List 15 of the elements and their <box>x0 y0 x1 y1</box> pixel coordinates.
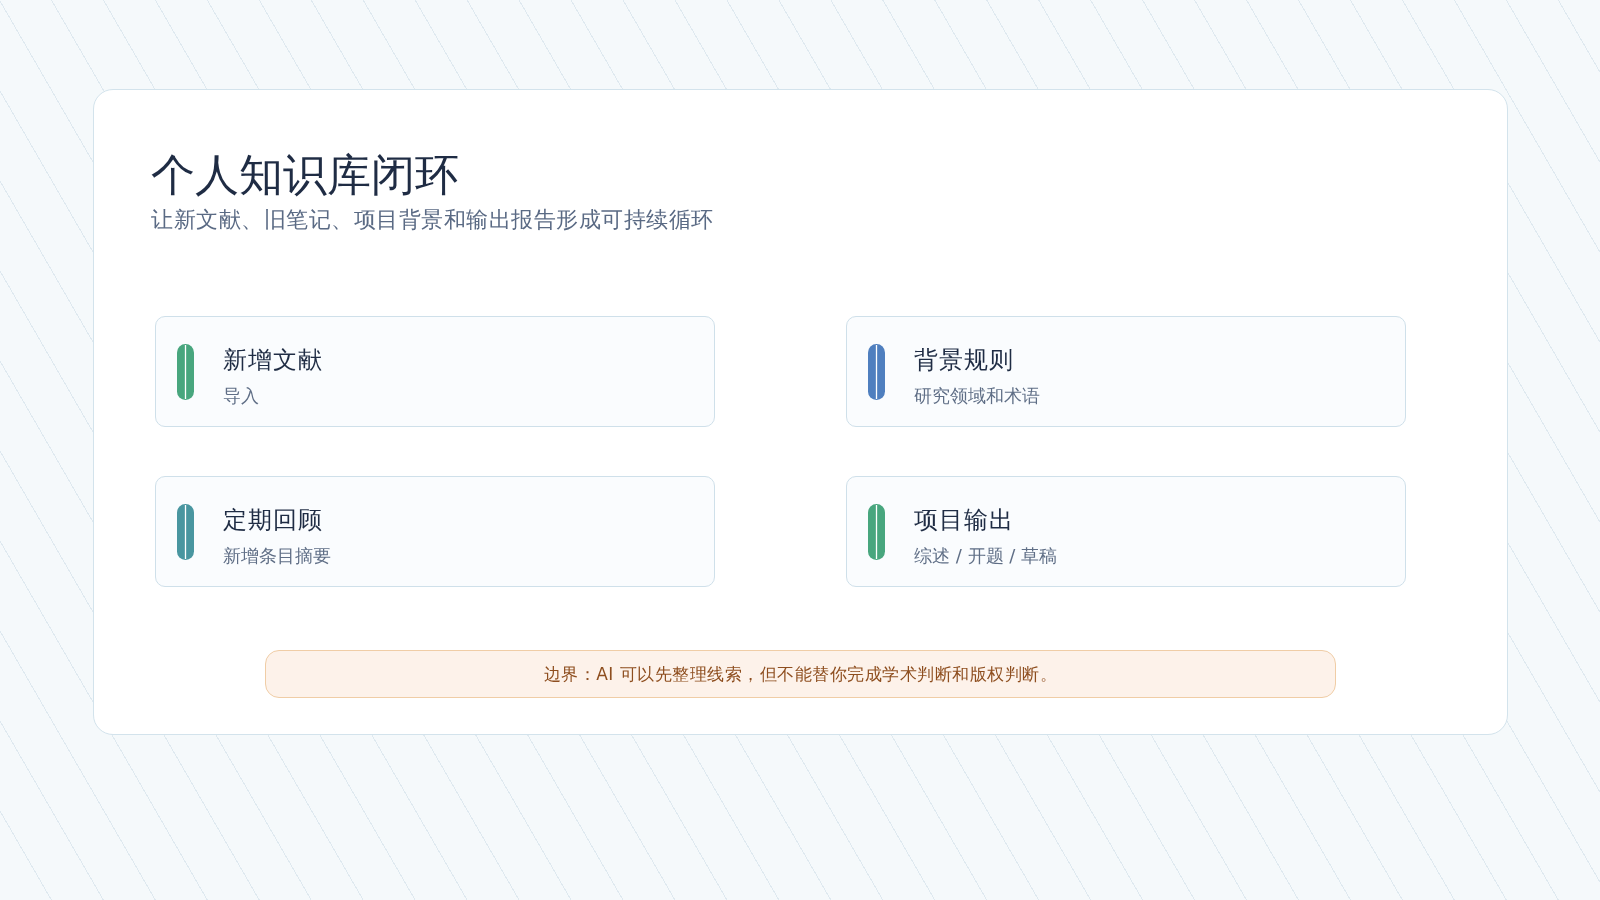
card-heading: 新增文献 <box>223 345 323 375</box>
card <box>155 316 715 427</box>
card-heading: 定期回顾 <box>223 505 323 535</box>
note-banner: 边界：AI 可以先整理线索，但不能替你完成学术判断和版权判断。 <box>265 650 1336 698</box>
card-heading: 项目输出 <box>914 505 1014 535</box>
card <box>846 476 1406 587</box>
card-subtitle: 导入 <box>223 384 259 407</box>
title: 个人知识库闭环 <box>151 148 459 201</box>
subtitle: 让新文献、旧笔记、项目背景和输出报告形成可持续循环 <box>151 206 714 234</box>
card-subtitle: 综述 / 开题 / 草稿 <box>914 544 1057 567</box>
card-heading: 背景规则 <box>914 345 1014 375</box>
card <box>155 476 715 587</box>
card-subtitle: 新增条目摘要 <box>223 544 331 567</box>
card-subtitle: 研究领域和术语 <box>914 384 1040 407</box>
card <box>846 316 1406 427</box>
